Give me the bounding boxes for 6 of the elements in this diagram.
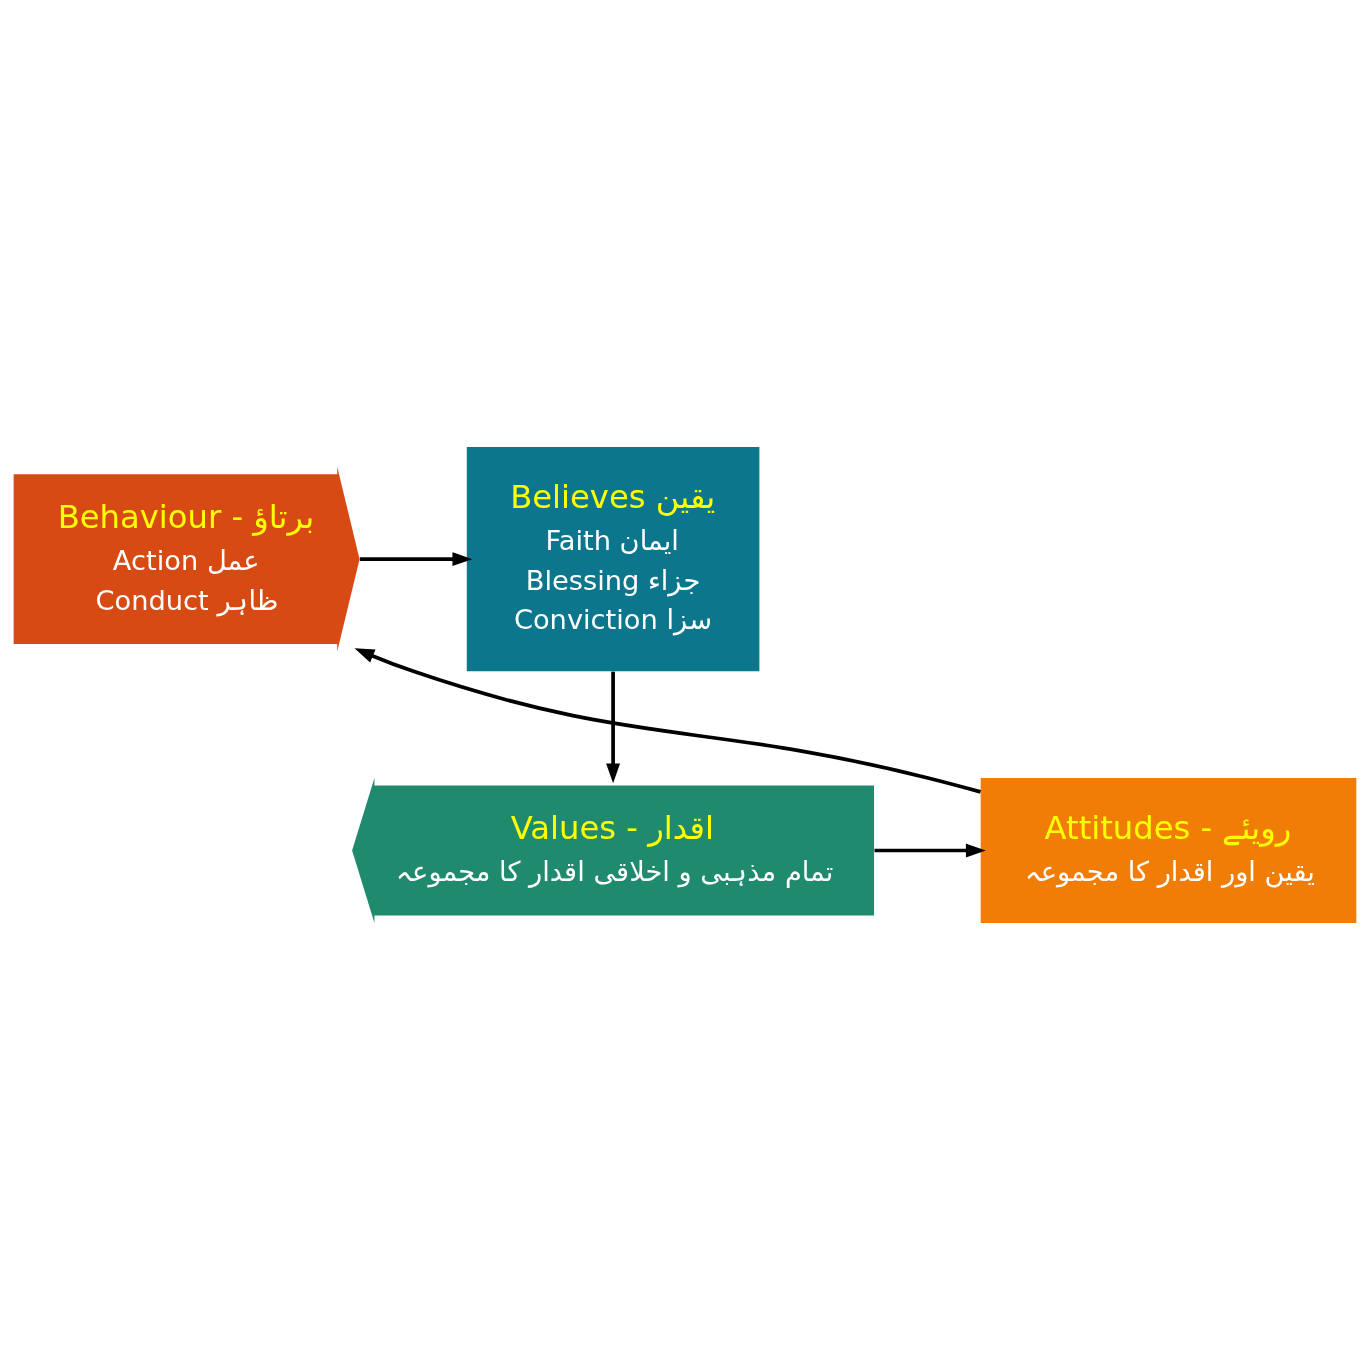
node-box: Believes یقین Faith ایمان Blessing جزاء Conviction سزا	[466, 446, 760, 672]
arrow	[874, 843, 986, 858]
node-box: Attitudes - رویئے یقین اور اقدار کا مجموعہ	[980, 778, 1357, 924]
arrow	[354, 648, 981, 794]
arrow	[359, 552, 473, 567]
arrow	[606, 671, 621, 784]
